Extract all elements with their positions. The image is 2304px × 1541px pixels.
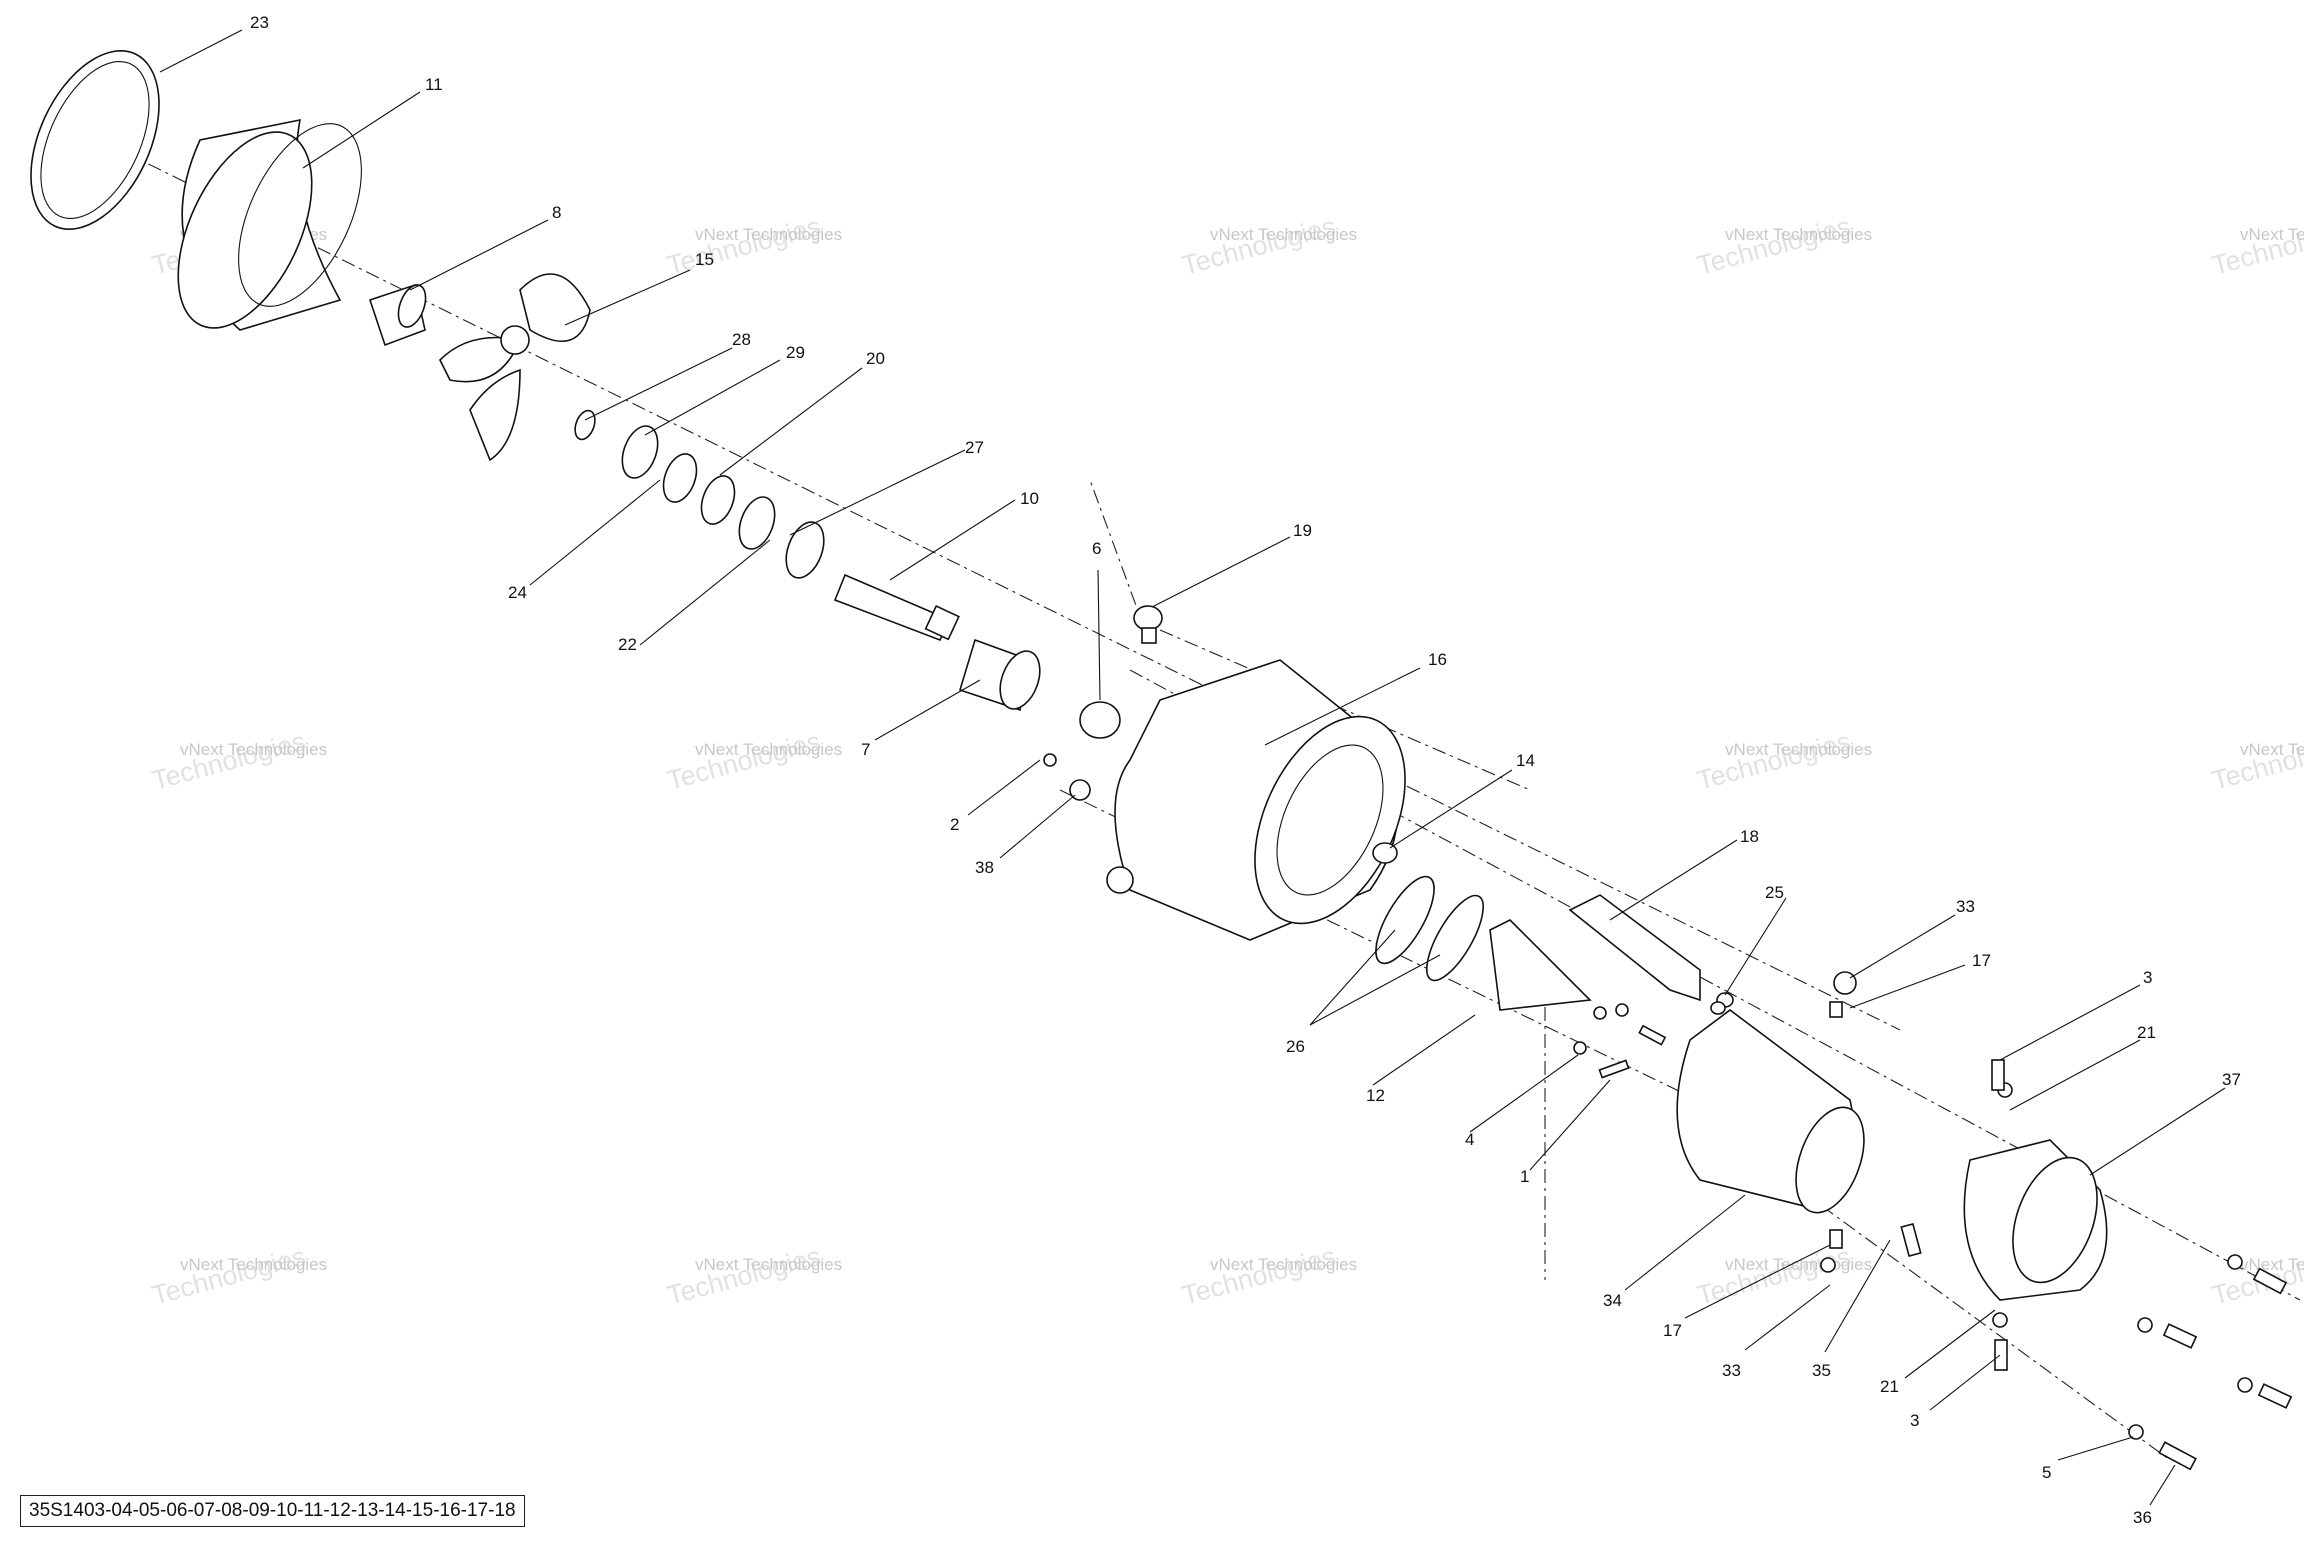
callout-numbers: 23 11 8 15 28 29 20 27 10 24 22 6 19 7 1…: [250, 13, 2241, 1527]
watermark-text: vNext Technologies: [1210, 1255, 1357, 1274]
watermark-text: Technologies: [664, 211, 824, 281]
callout-label: 25: [1765, 883, 1784, 902]
o-rings-26: [1375, 875, 1484, 982]
callout-label: 8: [552, 203, 561, 222]
callout-label: 35: [1812, 1361, 1831, 1380]
pump-housing-16: [1106, 659, 1406, 941]
watermark-text: vNext Technologies: [2240, 1255, 2304, 1274]
watermark-text: Technologies: [2209, 211, 2304, 281]
nozzle-37: [1963, 1139, 2108, 1301]
watermark-text: Technologies: [1694, 1241, 1854, 1311]
callout-label: 3: [2143, 968, 2152, 987]
watermark-text: vNext Technologies: [1725, 1255, 1872, 1274]
callout-leaders: [159, 29, 2226, 1506]
callout-label: 14: [1516, 751, 1535, 770]
callout-label: 29: [786, 343, 805, 362]
callout-label: 36: [2133, 1508, 2152, 1527]
callout-label: 15: [695, 250, 714, 269]
impeller-15: [439, 273, 591, 462]
callout-label: 28: [732, 330, 751, 349]
watermark-text: Technologies: [149, 726, 309, 796]
watermark-text: vNext Technologies: [180, 740, 327, 759]
watermark-text: vNext Technologies: [2240, 225, 2304, 244]
callout-label: 4: [1465, 1130, 1474, 1149]
watermark-text: Technologies: [149, 1241, 309, 1311]
fasteners-3-5-17-21-33-36: [1820, 971, 2293, 1471]
shaft-10: [833, 573, 960, 642]
lever-18: [1568, 894, 1701, 1002]
callout-label: 19: [1293, 521, 1312, 540]
callout-label: 11: [425, 75, 443, 94]
callout-label: 17: [1972, 951, 1991, 970]
callout-label: 7: [861, 740, 870, 759]
callout-label: 10: [1020, 489, 1039, 508]
reference-code: 35S1403-04-05-06-07-08-09-10-11-12-13-14…: [20, 1495, 525, 1527]
callout-label: 33: [1956, 897, 1975, 916]
watermark-text: vNext Technologies: [2240, 740, 2304, 759]
callout-label: 1: [1520, 1167, 1529, 1186]
watermark-text: vNext Technologies: [1725, 740, 1872, 759]
callout-label: 2: [950, 815, 959, 834]
watermark-text: Technologies: [1694, 211, 1854, 281]
cone-12: [1489, 919, 1592, 1011]
nut-6: [1079, 701, 1121, 739]
callout-label: 37: [2222, 1070, 2241, 1089]
watermark-text: vNext Technologies: [1725, 225, 1872, 244]
callout-label: 33: [1722, 1361, 1741, 1380]
callout-label: 12: [1366, 1086, 1385, 1105]
o-rings: [574, 409, 825, 579]
watermark-text: vNext Technologies: [695, 1255, 842, 1274]
impeller-housing-11: [177, 118, 362, 331]
watermark-text: Technologies: [664, 726, 824, 796]
bolts-1-4: [1573, 1003, 1667, 1079]
watermark-text: Technologies: [1179, 1241, 1339, 1311]
callout-label: 38: [975, 858, 994, 877]
callout-label: 34: [1603, 1291, 1622, 1310]
watermark-text: vNext Technologies: [180, 1255, 327, 1274]
callout-label: 5: [2042, 1463, 2051, 1482]
callout-label: 20: [866, 349, 885, 368]
watermark-text: Technologies: [664, 1241, 824, 1311]
wear-ring-23: [30, 50, 160, 230]
cone-8: [368, 283, 427, 347]
watermark-text: Technologies: [2209, 726, 2304, 796]
watermark-text: vNext Technologies: [695, 740, 842, 759]
callout-label: 22: [618, 635, 637, 654]
venturi-34: [1676, 1009, 1865, 1214]
callout-label: 27: [965, 438, 984, 457]
callout-label: 24: [508, 583, 527, 602]
callout-label: 23: [250, 13, 269, 32]
watermark-text: Technologies: [1694, 726, 1854, 796]
washer-25: [1710, 992, 1734, 1015]
watermark-text: vNext Technologies: [695, 225, 842, 244]
callout-label: 21: [1880, 1377, 1899, 1396]
plug-19: [1133, 605, 1163, 644]
callout-label: 3: [1910, 1411, 1919, 1430]
callout-label: 6: [1092, 539, 1101, 558]
callout-label: 16: [1428, 650, 1447, 669]
watermark-text: Technologies: [1179, 211, 1339, 281]
callout-label: 26: [1286, 1037, 1305, 1056]
callout-label: 17: [1663, 1321, 1682, 1340]
watermark-text: vNext Technologies: [1210, 225, 1357, 244]
bearing-7: [959, 638, 1041, 712]
callout-label: 18: [1740, 827, 1759, 846]
callout-label: 21: [2137, 1023, 2156, 1042]
